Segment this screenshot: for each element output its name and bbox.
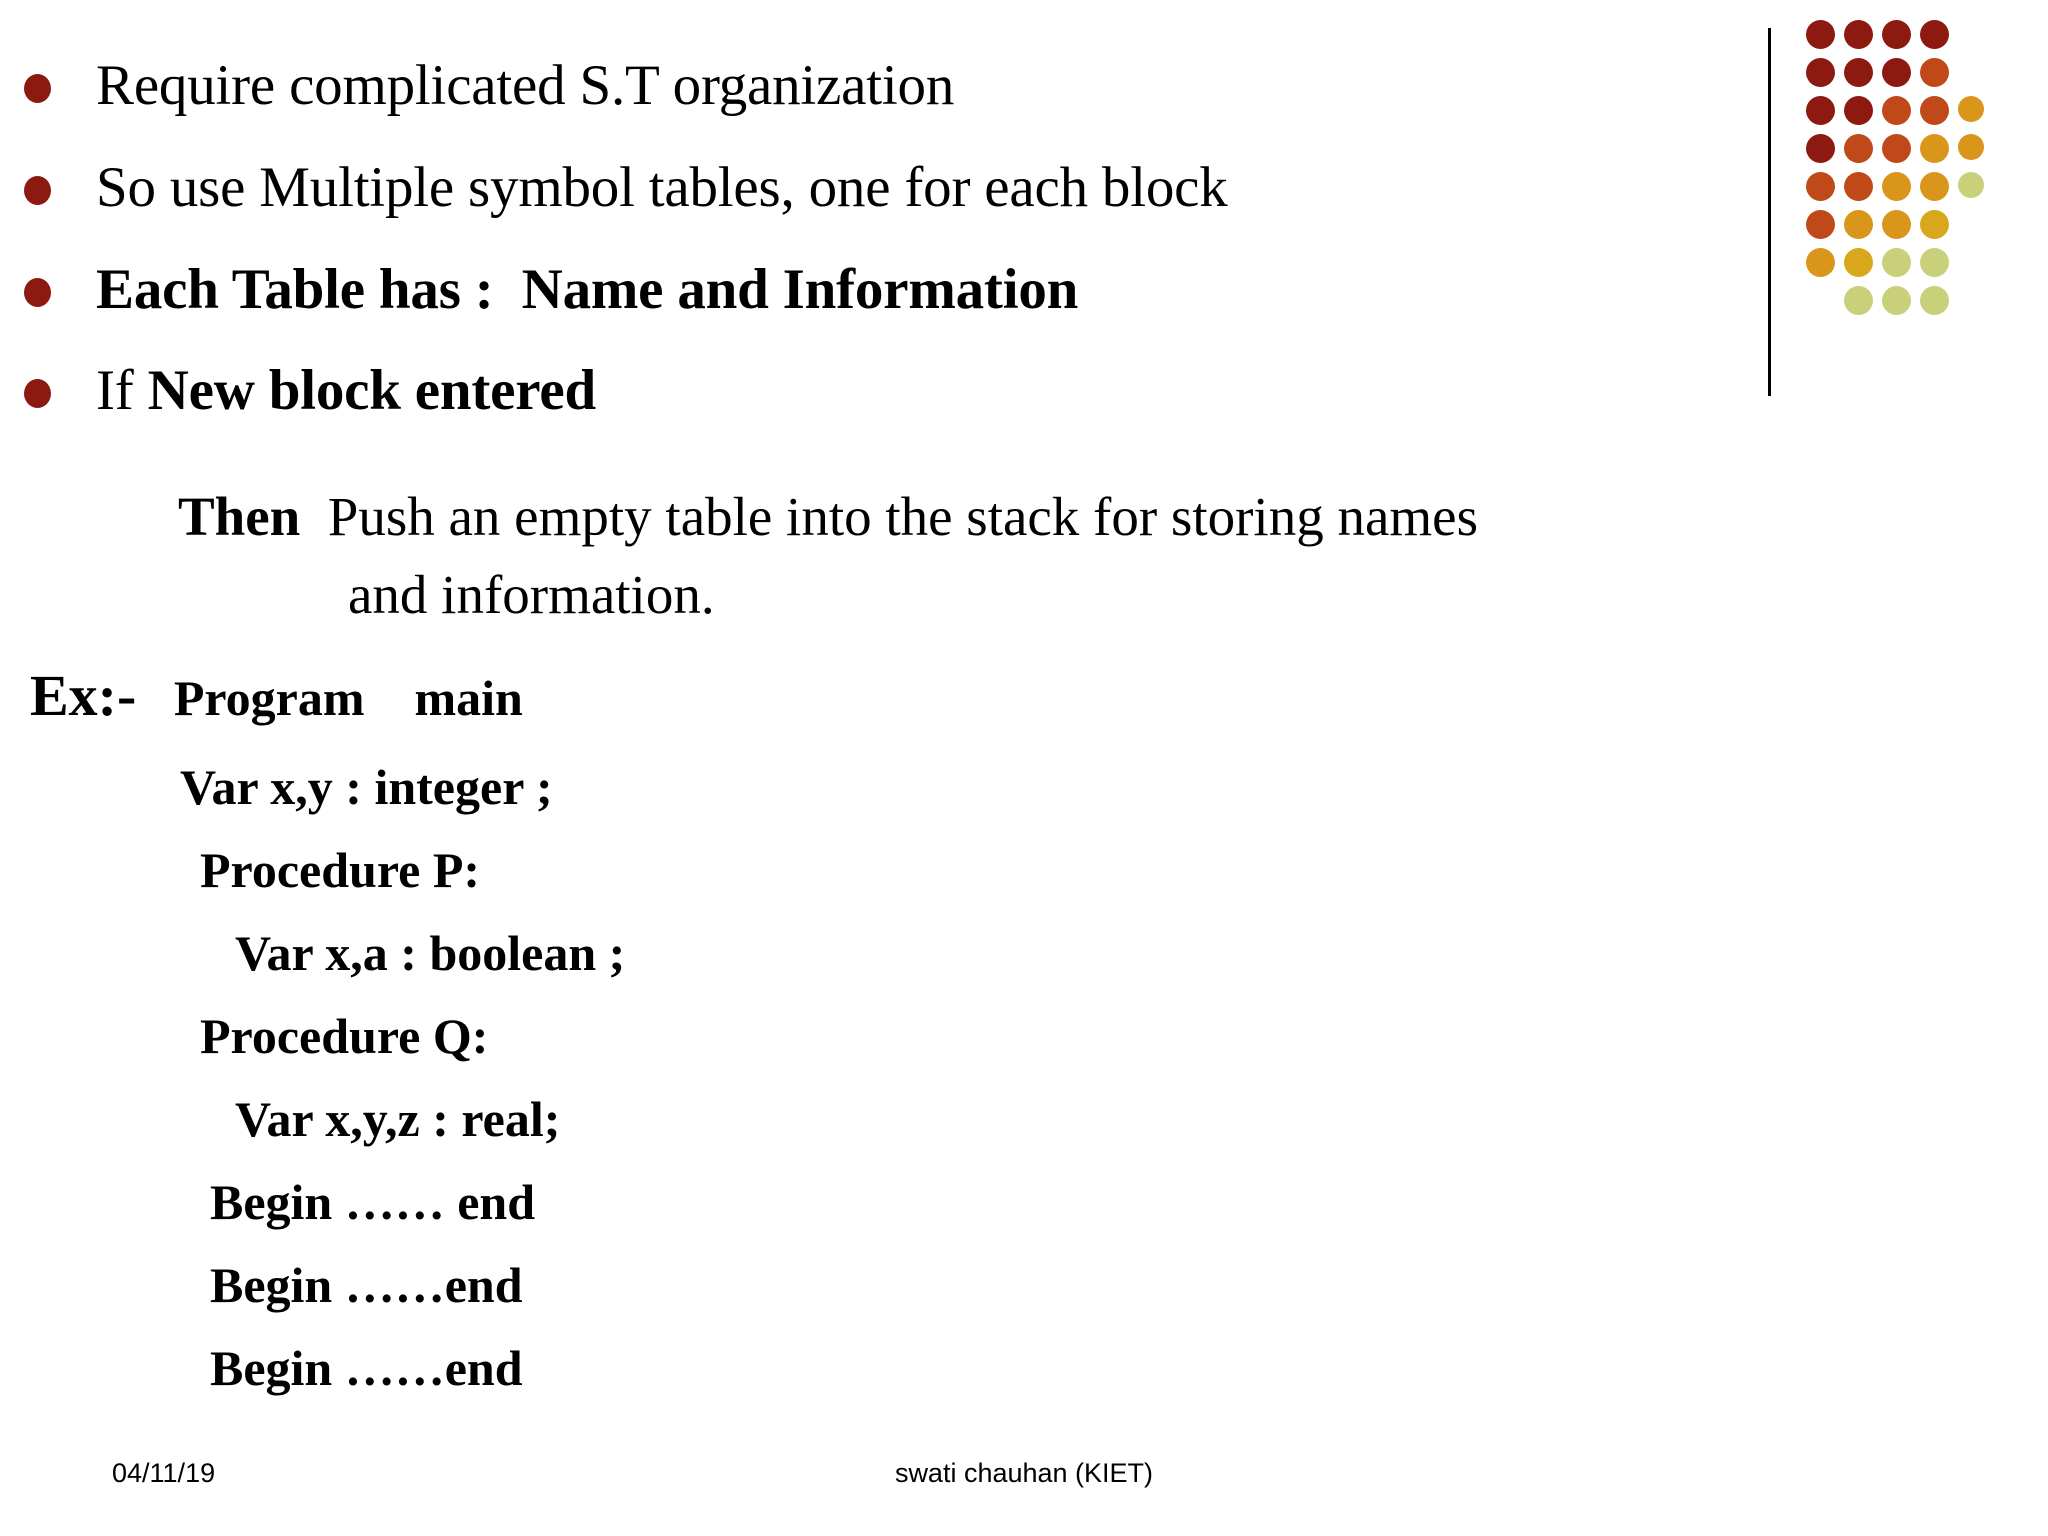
example-code-lines: Var x,y : integer ; Procedure P: Var x,a :… xyxy=(0,762,1900,1393)
logo-dot xyxy=(1882,58,1911,87)
logo-dot xyxy=(1844,134,1873,163)
bullet-dot-icon xyxy=(24,277,51,307)
logo-dot xyxy=(1806,248,1835,277)
slide-footer: 04/11/19 swati chauhan (KIET) xyxy=(0,1458,2048,1498)
logo-dot xyxy=(1882,96,1911,125)
logo-dot xyxy=(1882,248,1911,277)
logo-dot xyxy=(1920,286,1949,315)
code-line: Begin …… end xyxy=(210,1174,536,1230)
example-heading-row: Ex:- Program main xyxy=(0,662,1900,729)
logo-dot xyxy=(1958,134,1984,160)
logo-dot xyxy=(1806,58,1835,87)
logo-dot xyxy=(1920,210,1949,239)
bullet-dot-icon xyxy=(24,74,51,103)
code-line: Procedure Q: xyxy=(200,1008,489,1064)
logo-dot xyxy=(1882,210,1911,239)
logo-dot xyxy=(1844,96,1873,125)
logo-dot xyxy=(1844,172,1873,201)
decorative-logo xyxy=(1768,20,2008,396)
then-keyword: Then xyxy=(178,486,301,547)
footer-author: swati chauhan (KIET) xyxy=(894,1458,1154,1488)
code-line: Begin ……end xyxy=(210,1257,523,1313)
logo-dot xyxy=(1844,286,1873,315)
logo-dot xyxy=(1844,248,1873,277)
logo-dot xyxy=(1882,134,1911,163)
example-block: Ex:- Program main Var x,y : integer ; Pro… xyxy=(0,662,1900,1393)
bullet-text: If New block entered xyxy=(96,353,1820,429)
dot-grid-icon xyxy=(1806,20,2006,370)
logo-dot xyxy=(1920,58,1949,87)
logo-dot xyxy=(1844,210,1873,239)
bullet-segment: If xyxy=(96,359,148,423)
example-heading: Program main xyxy=(136,670,523,726)
code-line: Begin ……end xyxy=(210,1340,523,1396)
bullet-item: So use Multiple symbol tables, one for e… xyxy=(0,150,1820,226)
logo-dot xyxy=(1920,248,1949,277)
logo-dot xyxy=(1920,20,1949,49)
logo-dot xyxy=(1806,134,1835,163)
bullet-item: Require complicated S.T organization xyxy=(0,48,1820,124)
bullet-item: Each Table has : Name and Information xyxy=(0,252,1820,328)
bullet-text: Each Table has : Name and Information xyxy=(96,252,1820,328)
logo-dot xyxy=(1958,96,1984,122)
bullet-item: If New block entered xyxy=(0,353,1820,429)
bullet-segment: So use Multiple symbol tables, one for e… xyxy=(96,155,1228,219)
bullet-dot-icon xyxy=(24,175,51,205)
logo-dot xyxy=(1920,172,1949,201)
example-label: Ex:- xyxy=(30,663,137,728)
code-line: Var x,y : integer ; xyxy=(180,759,553,815)
logo-dot xyxy=(1882,286,1911,315)
bullet-segment: Require complicated S.T organization xyxy=(96,54,955,117)
then-line-2: and information. xyxy=(348,564,715,626)
then-line-1: Then Push an empty table into the stack … xyxy=(0,478,1900,556)
code-line: Var x,y,z : real; xyxy=(235,1091,561,1147)
bullet-text: Require complicated S.T organization xyxy=(96,48,1820,124)
then-block: Then Push an empty table into the stack … xyxy=(0,478,1900,634)
logo-dot xyxy=(1806,20,1835,49)
bullet-text: So use Multiple symbol tables, one for e… xyxy=(96,150,1820,226)
logo-dot xyxy=(1920,134,1949,163)
logo-dot xyxy=(1844,58,1873,87)
bullet-segment: New block entered xyxy=(147,359,597,423)
bullet-segment: Each Table has : Name and Information xyxy=(96,257,1079,321)
logo-vertical-rule xyxy=(1768,28,1771,396)
logo-dot xyxy=(1806,210,1835,239)
bullet-dot-icon xyxy=(24,379,51,409)
logo-dot xyxy=(1806,96,1835,125)
code-line: Var x,a : boolean ; xyxy=(235,925,626,981)
footer-date: 04/11/19 xyxy=(112,1458,216,1488)
logo-dot xyxy=(1882,20,1911,49)
then-line-1-rest: Push an empty table into the stack for s… xyxy=(300,486,1478,547)
bullet-list: Require complicated S.T organization So u… xyxy=(0,48,1820,455)
code-line: Procedure P: xyxy=(200,842,481,898)
logo-dot xyxy=(1920,96,1949,125)
logo-dot xyxy=(1882,172,1911,201)
logo-dot xyxy=(1958,172,1984,198)
logo-dot xyxy=(1844,20,1873,49)
logo-dot xyxy=(1806,172,1835,201)
